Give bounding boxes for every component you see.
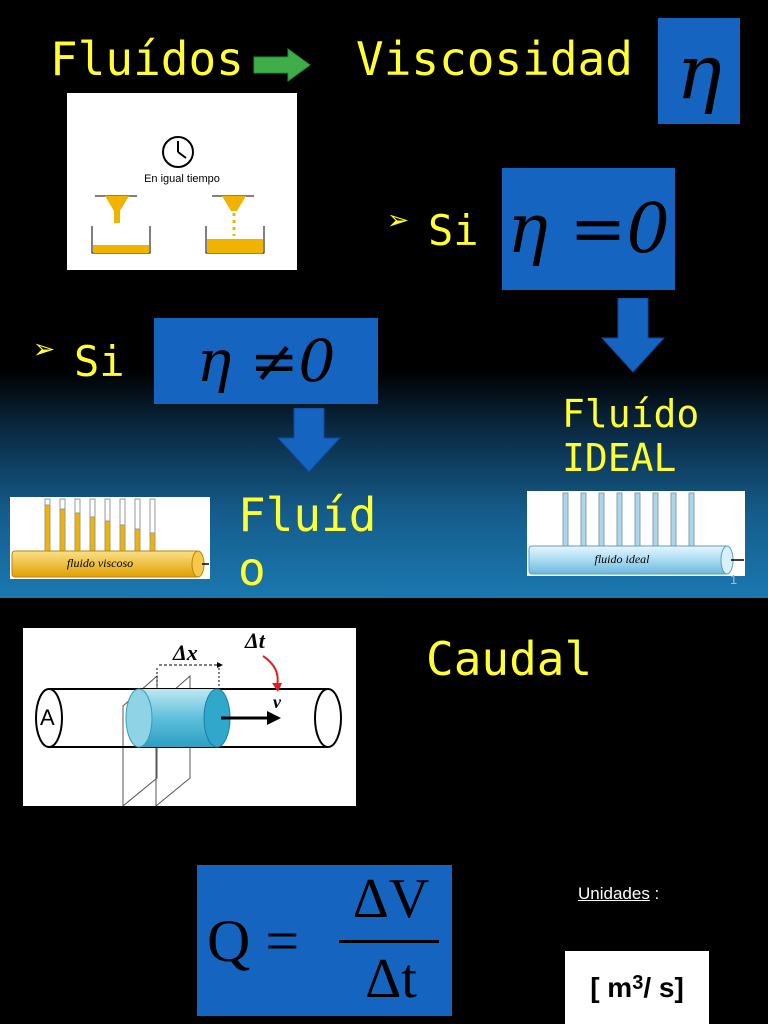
label-fluido-viscoso: Fluíd o bbox=[238, 488, 376, 596]
tube-ideal-label: fluido ideal bbox=[594, 552, 650, 566]
eta-not-zero-box: η ≠0 bbox=[154, 318, 378, 404]
formula-denominator: Δt bbox=[365, 948, 417, 1010]
pipe-drawing bbox=[35, 655, 342, 806]
formula-numerator: ΔV bbox=[352, 868, 430, 930]
formula-lhs: Q = bbox=[207, 908, 300, 974]
si-label-ideal: Si bbox=[428, 206, 479, 255]
funnels-drawing bbox=[91, 195, 265, 254]
unidades-colon: : bbox=[649, 884, 660, 903]
title-caudal: Caudal bbox=[426, 632, 593, 686]
eta-not-zero: η ≠0 bbox=[196, 327, 336, 395]
si-label-viscous: Si bbox=[74, 337, 125, 386]
eta-symbol-box: η bbox=[658, 18, 740, 124]
dx-label: Δx bbox=[173, 640, 198, 665]
title-viscosidad: Viscosidad bbox=[356, 32, 633, 86]
tube-viscous-drawing bbox=[11, 498, 209, 578]
dt-label: Δt bbox=[245, 628, 265, 653]
bullet-arrow-icon: ➢ bbox=[388, 201, 410, 242]
eta-symbol: η bbox=[676, 26, 722, 116]
viscous-line2: o bbox=[238, 542, 266, 596]
down-arrow-icon-ideal bbox=[600, 298, 666, 373]
units-exponent: 3 bbox=[632, 972, 644, 994]
down-arrow-icon-viscous bbox=[276, 408, 342, 473]
green-arrow-icon bbox=[253, 48, 311, 82]
funnel-illustration: En igual tiempo bbox=[67, 93, 297, 270]
ideal-line2: IDEAL bbox=[562, 436, 677, 480]
flow-formula-box: Q = ΔV Δt bbox=[197, 865, 452, 1016]
v-label: v bbox=[273, 692, 281, 712]
tube-ideal-illustration: fluido ideal bbox=[527, 491, 745, 576]
ideal-line1: Fluído bbox=[562, 392, 700, 436]
label-fluido-ideal: Fluído IDEAL bbox=[562, 392, 699, 480]
page-number: 1 bbox=[730, 572, 738, 587]
tube-viscous-illustration: fluido viscoso bbox=[10, 497, 210, 579]
eta-equals-zero-box: η =0 bbox=[502, 168, 675, 290]
bullet-arrow-icon: ➢ bbox=[34, 330, 56, 371]
unidades-text: Unidades bbox=[578, 884, 650, 903]
eta-equals-zero: η =0 bbox=[507, 189, 670, 269]
flow-pipe-diagram: A Δx Δt v bbox=[23, 628, 356, 806]
fraction-bar bbox=[339, 940, 439, 943]
tube-viscous-label: fluido viscoso bbox=[66, 556, 134, 570]
slide-caudal: A Δx Δt v Caudal Q = ΔV Δt Unidades : [ … bbox=[0, 598, 768, 1024]
units-open: [ m bbox=[590, 971, 633, 1003]
title-fluidos: Fluídos bbox=[50, 32, 244, 86]
viscous-line1: Fluíd bbox=[238, 488, 377, 542]
slide-viscosity: Fluídos Viscosidad η En igual tiempo bbox=[0, 0, 768, 598]
clock-icon bbox=[162, 136, 194, 168]
units-close: / s] bbox=[643, 971, 684, 1003]
clock-caption: En igual tiempo bbox=[144, 173, 220, 185]
tube-ideal-drawing bbox=[528, 492, 744, 575]
area-label: A bbox=[40, 705, 55, 730]
unidades-label: Unidades : bbox=[578, 884, 659, 904]
